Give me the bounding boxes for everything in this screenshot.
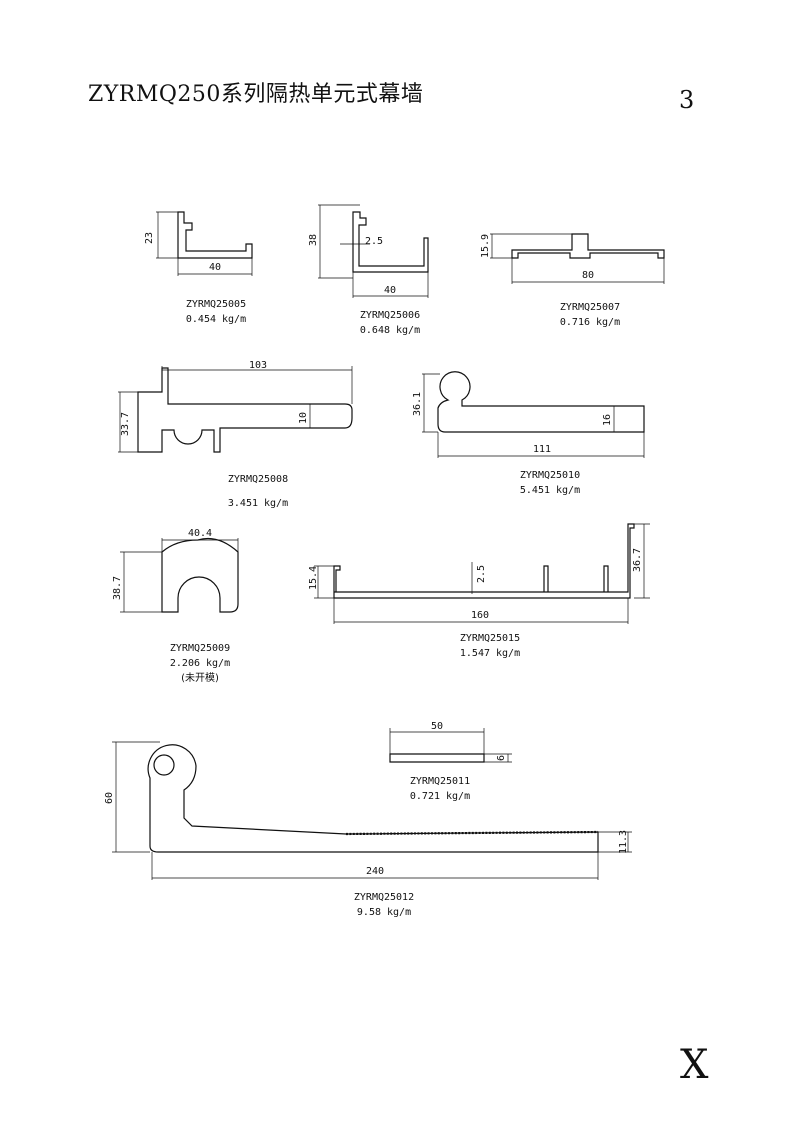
caption-25010: ZYRMQ25010 5.451 kg/m — [520, 468, 580, 498]
dim-width: 40.4 — [188, 528, 212, 539]
dim-height: 36.7 — [632, 548, 643, 572]
profile-code: ZYRMQ25011 — [409, 776, 471, 787]
caption-25006: ZYRMQ25006 0.648 kg/m — [360, 308, 420, 338]
profile-code: ZYRMQ25006 — [359, 310, 421, 321]
dim-lip-height: 15.4 — [308, 566, 319, 590]
dim-width: 50 — [431, 721, 443, 732]
dim-tail-thickness: 11.3 — [618, 830, 629, 854]
profile-25005: 23 40 — [144, 211, 253, 276]
dim-width: 160 — [471, 610, 489, 621]
page-number: 3 — [679, 86, 695, 114]
profile-code: ZYRMQ25015 — [459, 633, 521, 644]
dim-height: 38 — [308, 234, 319, 246]
caption-25012: ZYRMQ25012 9.58 kg/m — [354, 890, 414, 920]
dim-width: 40 — [384, 285, 396, 296]
dim-height: 15.9 — [480, 234, 491, 258]
profile-weight: 2.206 kg/m — [169, 658, 231, 669]
profile-25011: 50 6 — [389, 721, 512, 763]
dim-height: 33.7 — [120, 412, 131, 436]
profile-25012: 60 11.3 240 — [104, 741, 632, 880]
caption-25015: ZYRMQ25015 1.547 kg/m — [460, 631, 520, 661]
dim-thickness: 2.5 — [476, 565, 487, 583]
profile-25009: 40.4 38.7 — [112, 528, 239, 613]
page-title: ZYRMQ250系列隔热单元式幕墙 — [88, 82, 424, 107]
dim-width: 240 — [366, 866, 384, 877]
dim-width: 111 — [533, 444, 551, 455]
profile-code: ZYRMQ25009 — [169, 643, 231, 654]
profile-code: ZYRMQ25005 — [185, 299, 247, 310]
dim-width: 103 — [249, 360, 267, 371]
profile-weight: 0.721 kg/m — [409, 791, 471, 802]
profile-code: ZYRMQ25012 — [353, 892, 415, 903]
dim-height: 60 — [104, 792, 115, 804]
caption-25008: ZYRMQ25008 3.451 kg/m — [228, 472, 288, 511]
profile-weight: 3.451 kg/m — [227, 498, 289, 509]
profile-weight: 1.547 kg/m — [459, 648, 521, 659]
profile-weight: 9.58 kg/m — [356, 907, 412, 918]
corner-mark: X — [680, 1042, 709, 1088]
dim-height: 36.1 — [412, 392, 423, 416]
dim-width: 40 — [209, 262, 221, 273]
profile-code: ZYRMQ25010 — [519, 470, 581, 481]
profile-note: (未开模) — [181, 673, 219, 684]
profile-25015: 15.4 2.5 36.7 160 — [308, 523, 650, 624]
profile-25007: 15.9 80 — [480, 233, 665, 284]
dim-thickness: 10 — [298, 412, 309, 424]
profile-code: ZYRMQ25007 — [559, 302, 621, 313]
caption-25009: ZYRMQ25009 2.206 kg/m (未开模) — [170, 641, 230, 686]
caption-25011: ZYRMQ25011 0.721 kg/m — [410, 774, 470, 804]
dim-height: 38.7 — [112, 576, 123, 600]
profile-25008: 103 33.7 10 — [118, 360, 353, 453]
profile-weight: 0.716 kg/m — [559, 317, 621, 328]
dim-height: 23 — [144, 232, 155, 244]
profile-weight: 5.451 kg/m — [519, 485, 581, 496]
profile-code: ZYRMQ25008 — [227, 474, 289, 485]
dim-thickness: 16 — [602, 414, 613, 426]
caption-25005: ZYRMQ25005 0.454 kg/m — [186, 297, 246, 327]
dim-thickness: 2.5 — [365, 236, 383, 247]
profile-25010: 36.1 16 111 — [412, 371, 645, 458]
profile-25006: 38 2.5 40 — [308, 204, 429, 298]
caption-25007: ZYRMQ25007 0.716 kg/m — [560, 300, 620, 330]
profile-weight: 0.648 kg/m — [359, 325, 421, 336]
profile-weight: 0.454 kg/m — [185, 314, 247, 325]
dim-thickness: 6 — [496, 755, 507, 761]
dim-width: 80 — [582, 270, 594, 281]
